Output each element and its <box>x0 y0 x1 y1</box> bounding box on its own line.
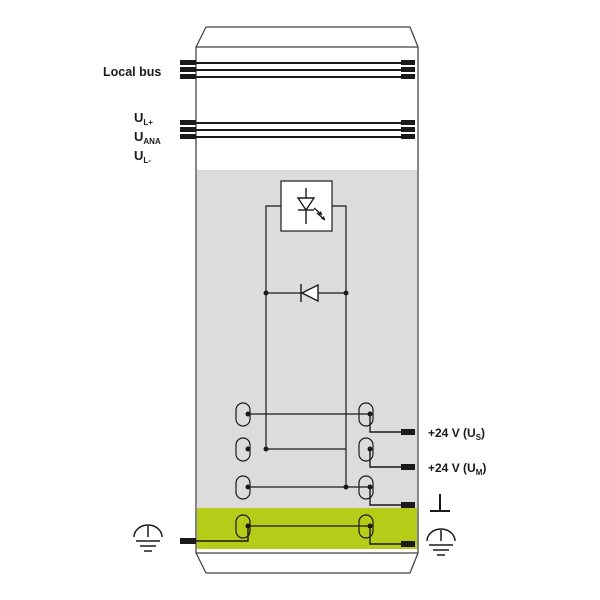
uana-label: UANA <box>134 129 161 146</box>
functional-earth-area <box>197 508 417 549</box>
output-connectors <box>401 429 415 547</box>
earth-icon-left <box>133 524 163 552</box>
supply-lines <box>180 122 414 138</box>
local-bus-connectors <box>180 60 415 79</box>
internal-wiring <box>248 205 370 527</box>
right-terminals <box>358 402 374 539</box>
us-label: +24 V (US) <box>428 426 485 442</box>
ul-minus-label: UL- <box>134 148 151 165</box>
led-icon <box>296 188 326 224</box>
earth-icon-right <box>426 528 456 556</box>
left-terminal-dots <box>245 411 251 529</box>
um-label: +24 V (UM) <box>428 461 486 477</box>
supply-connectors <box>180 120 415 139</box>
ul-plus-label: UL+ <box>134 110 153 127</box>
diode-icon <box>300 283 319 303</box>
junction-dots <box>263 290 349 490</box>
led-arrows <box>318 211 325 220</box>
local-bus-lines <box>180 62 414 78</box>
fe-connector-left <box>180 538 196 544</box>
output-wiring <box>180 414 414 545</box>
local-bus-label: Local bus <box>103 65 161 79</box>
ground-icon <box>430 494 450 512</box>
